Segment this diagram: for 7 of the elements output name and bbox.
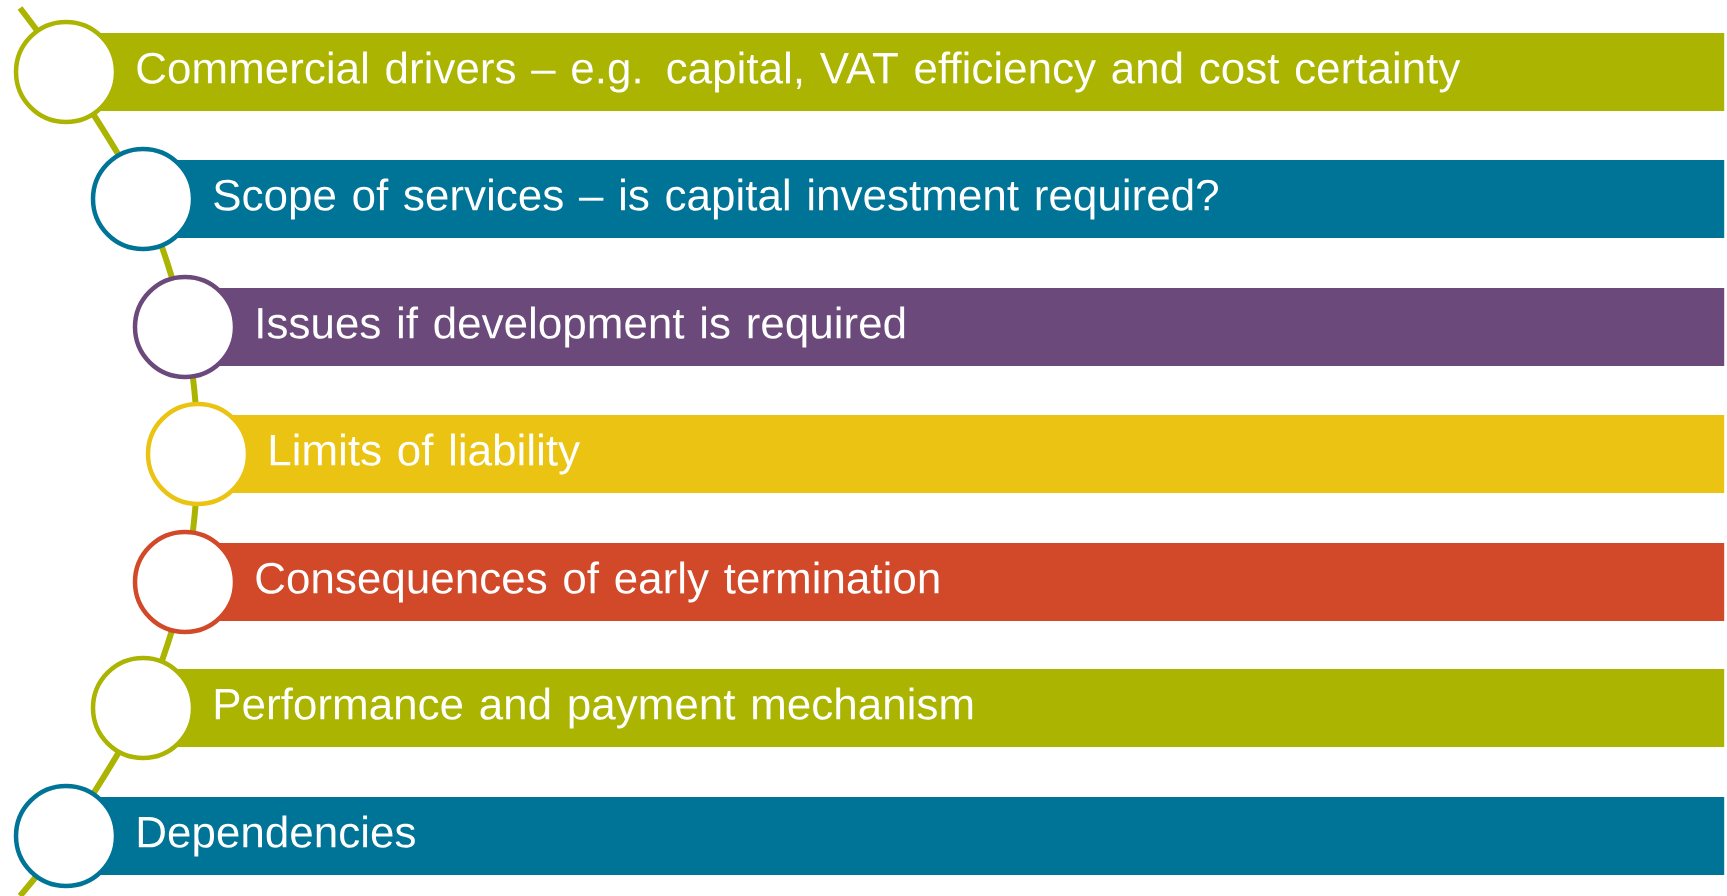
step-bar: Commercial drivers – e.g. capital, VAT efficiency and cost certainty — [13, 19, 1725, 125]
step-bar: Performance and payment mechanism — [90, 655, 1725, 761]
step-bar: Dependencies — [13, 783, 1725, 889]
step-bar: Consequences of early termination — [132, 529, 1725, 635]
step-bar: Issues if development is required — [132, 274, 1725, 380]
step-bar: Scope of services – is capital investment required? — [90, 146, 1725, 252]
step-bar: Limits of liability — [145, 401, 1725, 507]
